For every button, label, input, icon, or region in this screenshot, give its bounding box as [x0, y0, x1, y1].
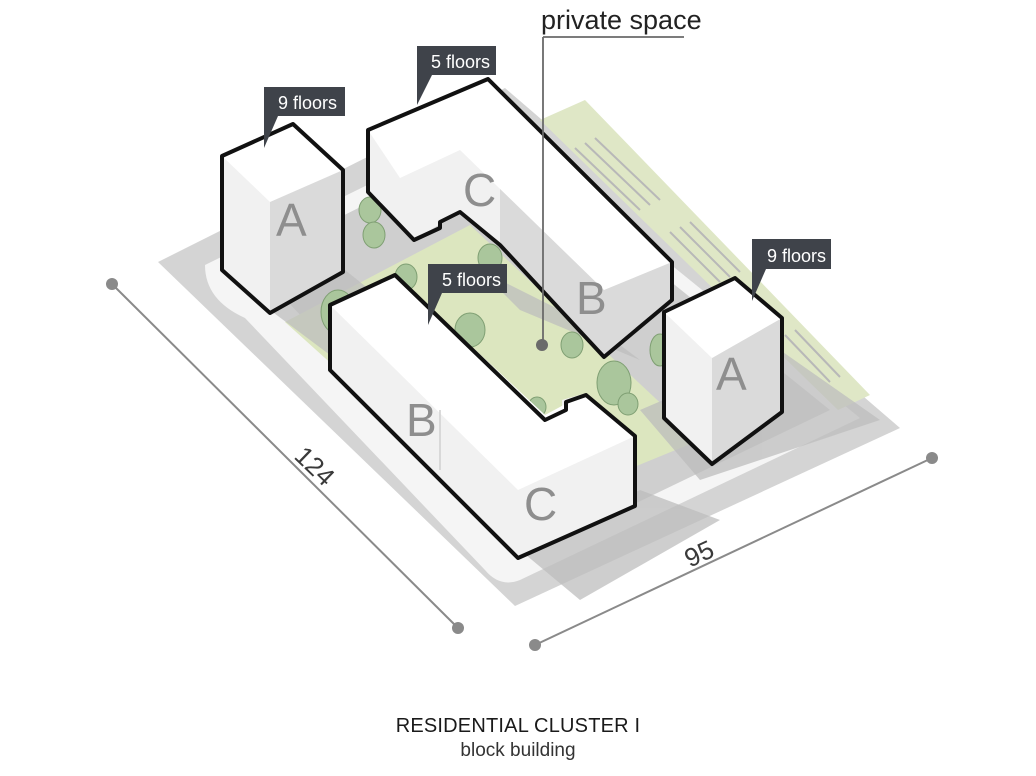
private-space-label: private space: [541, 5, 702, 35]
building-letter-c-front: C: [524, 478, 557, 530]
floor-tag-b-front: 5 floors: [428, 264, 507, 325]
private-space-callout: private space: [536, 5, 702, 351]
building-letter-b-front: B: [406, 394, 437, 446]
tree: [362, 221, 386, 249]
building-a-left: A: [220, 122, 345, 315]
tree: [560, 331, 584, 359]
building-letter-a-left: A: [276, 194, 307, 246]
floor-tag-label: 5 floors: [431, 52, 490, 72]
building-bc-front: B C: [328, 273, 637, 560]
floor-tag-c-top: 5 floors: [417, 46, 496, 105]
floor-tag-label: 5 floors: [442, 270, 501, 290]
tree: [596, 360, 632, 406]
building-letter-b-back: B: [576, 272, 607, 324]
floor-tag-label: 9 floors: [278, 93, 337, 113]
caption-title: RESIDENTIAL CLUSTER I: [395, 715, 641, 737]
building-letter-a-right: A: [716, 348, 747, 400]
caption-subtitle: block building: [460, 740, 576, 761]
floor-tag-label: 9 floors: [767, 246, 826, 266]
floor-tag-a-right: 9 floors: [752, 239, 831, 301]
private-space-marker: [536, 339, 548, 351]
tree: [617, 392, 639, 416]
parking-stripes: [574, 137, 841, 383]
building-letter-c-back: C: [463, 164, 496, 216]
dimension-width-label: 95: [680, 534, 719, 573]
floor-tag-a-left: 9 floors: [264, 87, 345, 148]
dimension-length-label: 124: [289, 440, 341, 492]
